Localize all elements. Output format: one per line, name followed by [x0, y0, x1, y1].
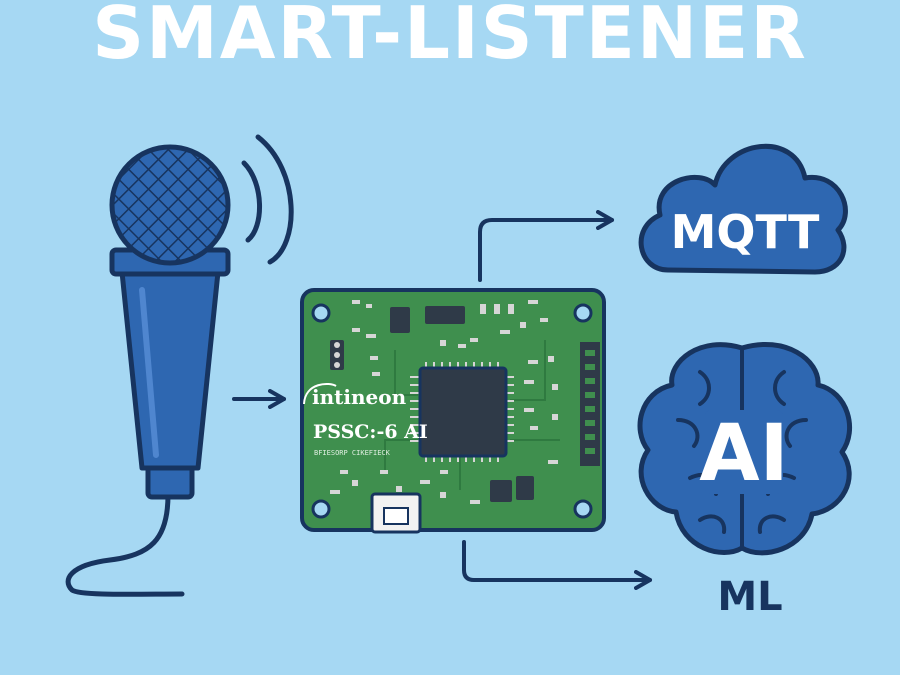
arrow-board-to-brain [462, 540, 652, 590]
board-brand: intineon [312, 385, 407, 409]
brand-swoosh [303, 383, 337, 405]
processor-chip [410, 362, 514, 462]
pcb-board: intineon PSSC:-6 AI BFIESORP CIKEFIECK [300, 288, 606, 534]
cloud-icon: MQTT [638, 143, 848, 275]
microphone-icon [65, 144, 231, 597]
pin-header [580, 342, 600, 466]
brain-label: AI [699, 409, 788, 499]
page-title: SMART-LISTENER [92, 0, 808, 75]
usb-connector [370, 492, 422, 534]
arrow-board-to-cloud [478, 210, 614, 282]
board-model: PSSC:-6 AI [313, 421, 428, 443]
cloud-label: MQTT [671, 205, 820, 259]
board-subtext: BFIESORP CIKEFIECK [314, 449, 391, 457]
brain-icon: AI [637, 341, 853, 556]
brain-caption: ML [717, 574, 782, 620]
sound-wave-icon [241, 134, 294, 265]
